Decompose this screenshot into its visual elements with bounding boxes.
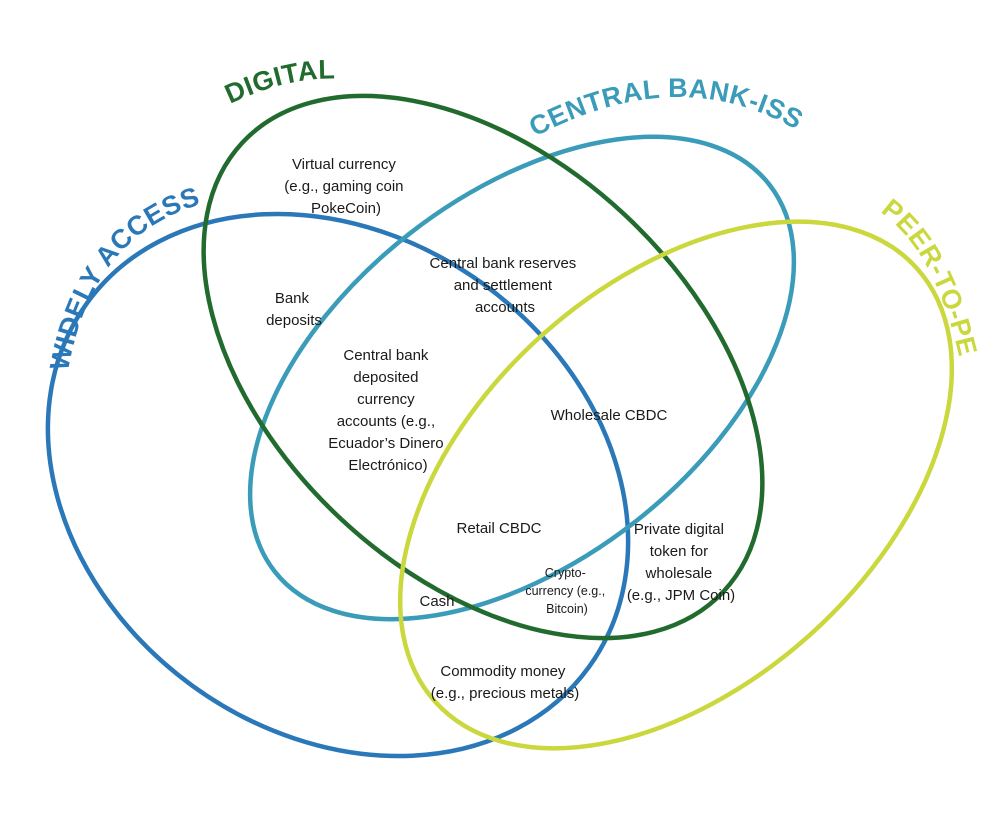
central-bank-deposited-line-1: Central bank	[343, 347, 429, 364]
central-bank-deposited-line-5: Ecuador’s Dinero	[328, 435, 443, 452]
private-digital-token-line-1: Private digital	[634, 521, 724, 538]
widely-accessible-title-text: WIDELY ACCESSIBLE	[0, 0, 203, 373]
cryptocurrency-label: Crypto- currency (e.g., Bitcoin)	[525, 566, 608, 616]
bank-deposits-line-1: Bank	[275, 290, 310, 307]
private-digital-token-line-4: (e.g., JPM Coin)	[627, 587, 735, 604]
retail-cbdc-line-1: Retail CBDC	[456, 520, 541, 537]
virtual-currency-line-1: Virtual currency	[292, 156, 396, 173]
widely-accessible-title: WIDELY ACCESSIBLE	[0, 0, 203, 373]
central-bank-issued-ellipse	[247, 134, 797, 622]
private-digital-token-line-3: wholesale	[645, 565, 713, 582]
central-bank-issued-title-text: CENTRAL BANK-ISSUED	[0, 0, 808, 142]
widely-accessible-ellipse	[45, 211, 631, 759]
central-bank-deposited-line-2: deposited	[353, 369, 418, 386]
virtual-currency-line-2: (e.g., gaming coin	[284, 178, 403, 195]
cryptocurrency-line-3: Bitcoin)	[546, 602, 588, 616]
central-bank-issued-title: CENTRAL BANK-ISSUED	[0, 0, 808, 142]
private-digital-token-line-2: token for	[650, 543, 708, 560]
private-digital-token-label: Private digital token for wholesale (e.g…	[627, 521, 735, 604]
commodity-money-line-1: Commodity money	[440, 663, 566, 680]
wholesale-cbdc-line-1: Wholesale CBDC	[551, 407, 668, 424]
central-bank-reserves-line-3: accounts	[475, 299, 535, 316]
peer-to-peer-ellipse	[397, 219, 955, 751]
cryptocurrency-line-2: currency (e.g.,	[525, 584, 605, 598]
central-bank-reserves-line-1: Central bank reserves	[430, 255, 577, 272]
central-bank-reserves-label: Central bank reserves and settlement acc…	[430, 255, 581, 316]
wholesale-cbdc-label: Wholesale CBDC	[551, 407, 668, 424]
central-bank-deposited-line-3: currency	[357, 391, 415, 408]
cash-line-1: Cash	[419, 593, 454, 610]
central-bank-reserves-line-2: and settlement	[454, 277, 553, 294]
bank-deposits-line-2: deposits	[266, 312, 322, 329]
central-bank-deposited-label: Central bank deposited currency accounts…	[328, 347, 448, 474]
digital-ellipse	[201, 93, 765, 641]
bank-deposits-label: Bank deposits	[266, 290, 322, 329]
cryptocurrency-line-1: Crypto-	[545, 566, 586, 580]
central-bank-deposited-line-6: Electrónico)	[348, 457, 427, 474]
commodity-money-line-2: (e.g., precious metals)	[431, 685, 579, 702]
virtual-currency-line-3: PokeCoin)	[311, 200, 381, 217]
commodity-money-label: Commodity money (e.g., precious metals)	[431, 663, 579, 702]
virtual-currency-label: Virtual currency (e.g., gaming coin Poke…	[284, 156, 407, 217]
cash-label: Cash	[419, 593, 454, 610]
retail-cbdc-label: Retail CBDC	[456, 520, 541, 537]
central-bank-deposited-line-4: accounts (e.g.,	[337, 413, 435, 430]
